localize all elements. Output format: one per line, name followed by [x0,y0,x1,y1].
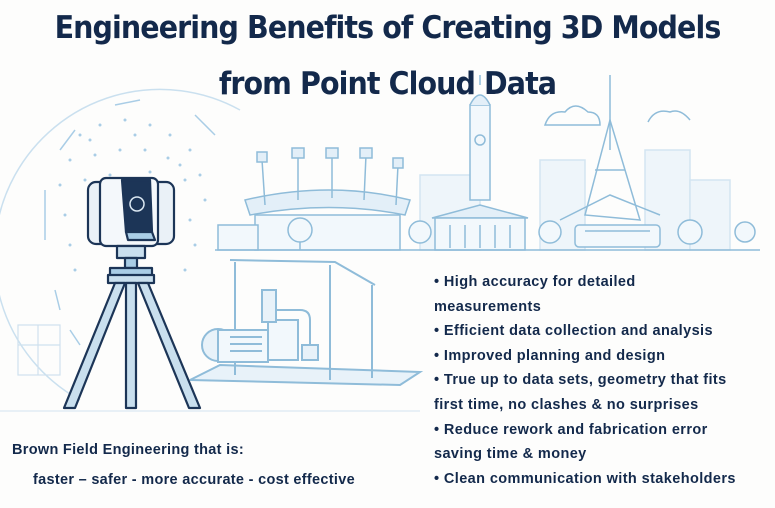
page-title-line-1: Engineering Benefits of Creating 3D Mode… [54,10,722,46]
city-skyline [215,75,760,251]
benefit-item-continuation: measurements [434,298,542,315]
benefits-list: • High accuracy for detailed measurement… [434,270,774,491]
benefit-item: • Improved planning and design [434,347,666,364]
brownfield-qualities: faster – safer - more accurate - cost ef… [33,472,355,488]
spire-tower-icon [559,75,661,221]
scan-cloud-icon [0,88,241,401]
laser-scanner-icon [86,176,176,285]
benefit-item: • Reduce rework and fabrication error [434,421,708,438]
benefit-item: • High accuracy for detailed [434,274,636,290]
tree-icons [287,217,756,250]
cloud-icons [543,105,691,126]
point-cloud-dots-icon [58,118,207,272]
page-title-line-2: from Point Cloud Data [218,66,557,102]
brownfield-heading: Brown Field Engineering that is: [12,442,244,458]
tripod-icon [62,281,202,410]
tram-icon [574,224,661,248]
stadium-icon [217,147,411,251]
clock-tower-icon [431,75,529,251]
benefit-item-continuation: first time, no clashes & no surprises [434,396,699,413]
pump-skid-icon [189,259,424,387]
background-window-icon [17,324,61,376]
benefit-item: • Clean communication with stakeholders [434,470,736,487]
benefit-item: • True up to data sets, geometry that fi… [434,372,727,389]
benefit-item: • Efficient data collection and analysis [434,323,713,340]
benefit-item-continuation: saving time & money [434,446,587,463]
